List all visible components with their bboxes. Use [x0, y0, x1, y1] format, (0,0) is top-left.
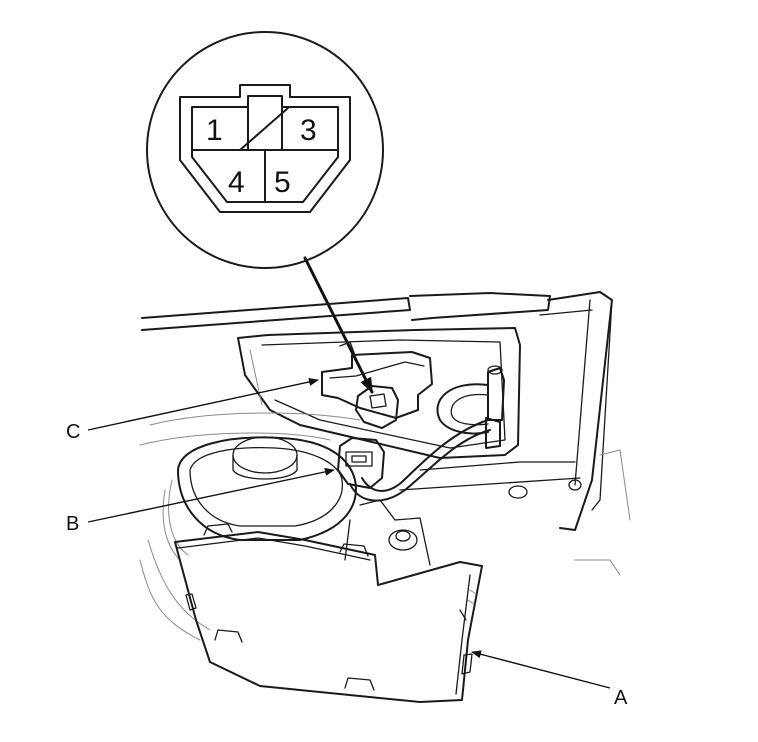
upper-frame-rail: [141, 297, 411, 331]
callout-b-label: B: [66, 513, 79, 535]
bracket-lower: [359, 499, 431, 566]
mounting-bolt-head: [395, 530, 411, 542]
connector-c-bracket-inner: [329, 361, 425, 379]
callout-a: A: [471, 650, 628, 709]
connector-c-tab: [339, 341, 357, 359]
connector-b-latch: [345, 451, 373, 467]
connector-housing-inner: [191, 95, 339, 203]
cover-slot: [214, 629, 243, 643]
connector-b-body: [337, 437, 385, 489]
bracket-right-frame: [547, 291, 613, 531]
strut-tower-skirt: [162, 489, 181, 561]
magnifier-circle: [146, 31, 384, 269]
cover-hatch: [469, 589, 477, 595]
cover-tab: [339, 543, 369, 557]
firewall-panel: [539, 309, 593, 316]
strut-tower-skirt: [168, 479, 189, 556]
mounting-bolt: [388, 529, 418, 551]
connector-c-body: [355, 385, 399, 429]
hose-curve-inner: [450, 393, 489, 426]
strut-tower-outline: [177, 436, 357, 541]
callout-b-leader: [87, 467, 335, 523]
bracket-right-edge: [591, 299, 613, 511]
callout-a-label: A: [614, 687, 628, 709]
callout-b: B: [66, 467, 335, 535]
cover-a-right-edge: [455, 574, 471, 695]
wire-harness: [349, 417, 501, 502]
body-contour: [139, 559, 201, 641]
callout-c-label: C: [66, 421, 80, 443]
cover-hatch: [467, 599, 475, 605]
connector-magnified-view: 1 3 4 5: [146, 31, 384, 269]
callout-c-leader: [87, 378, 319, 431]
bracket-lower: [344, 519, 351, 561]
mount-recess-inner: [261, 339, 506, 449]
cover-slot: [459, 609, 467, 621]
body-contour: [574, 559, 621, 576]
pin-4-label: 4: [228, 166, 245, 199]
harness-outer: [349, 429, 491, 502]
harness-grommet: [485, 417, 501, 449]
bolt-hole: [508, 485, 528, 499]
connector-b-latch-detail: [351, 455, 367, 463]
mount-recess-shading: [249, 349, 263, 406]
harness-inner: [361, 419, 489, 492]
connector-c[interactable]: [321, 341, 505, 435]
pin2-unused-slash: [239, 107, 289, 151]
firewall-panel: [419, 461, 576, 471]
cover-clip: [185, 593, 197, 611]
body-contour: [599, 449, 631, 521]
connector-housing-outer: [179, 84, 351, 213]
callout-a-leader: [471, 650, 611, 689]
hose-fitting: [487, 367, 505, 421]
pin-5-label: 5: [274, 166, 291, 199]
connector-c-bracket: [321, 351, 433, 419]
cover-a-top-edge: [177, 537, 371, 561]
cover-tab: [203, 523, 233, 536]
hose-fitting-cap: [487, 365, 503, 375]
cover-clip: [461, 653, 473, 675]
connector-b[interactable]: [337, 437, 385, 489]
zoom-pointer-arrow: [303, 256, 374, 394]
bracket-right-inner: [574, 299, 591, 486]
connector-c-latch: [369, 393, 387, 409]
firewall-panel: [399, 477, 581, 491]
bracket-top: [409, 292, 551, 321]
body-contour: [139, 432, 331, 446]
pin-1-label: 1: [206, 114, 223, 147]
body-contour: [149, 412, 361, 426]
cover-slot: [344, 677, 375, 691]
cover-a-outline: [174, 531, 483, 703]
callout-c: C: [66, 378, 319, 443]
engine-bay-background: [139, 291, 631, 641]
strut-top-cap-side: [232, 454, 298, 480]
mount-recess: [237, 327, 521, 459]
hose-curve: [436, 383, 489, 435]
pin-3-label: 3: [300, 114, 317, 147]
strut-tower-ring: [189, 446, 343, 527]
strut-top-cap: [232, 436, 298, 474]
body-contour: [147, 539, 211, 631]
bolt-hole: [568, 479, 582, 491]
cover-a[interactable]: [174, 523, 483, 703]
